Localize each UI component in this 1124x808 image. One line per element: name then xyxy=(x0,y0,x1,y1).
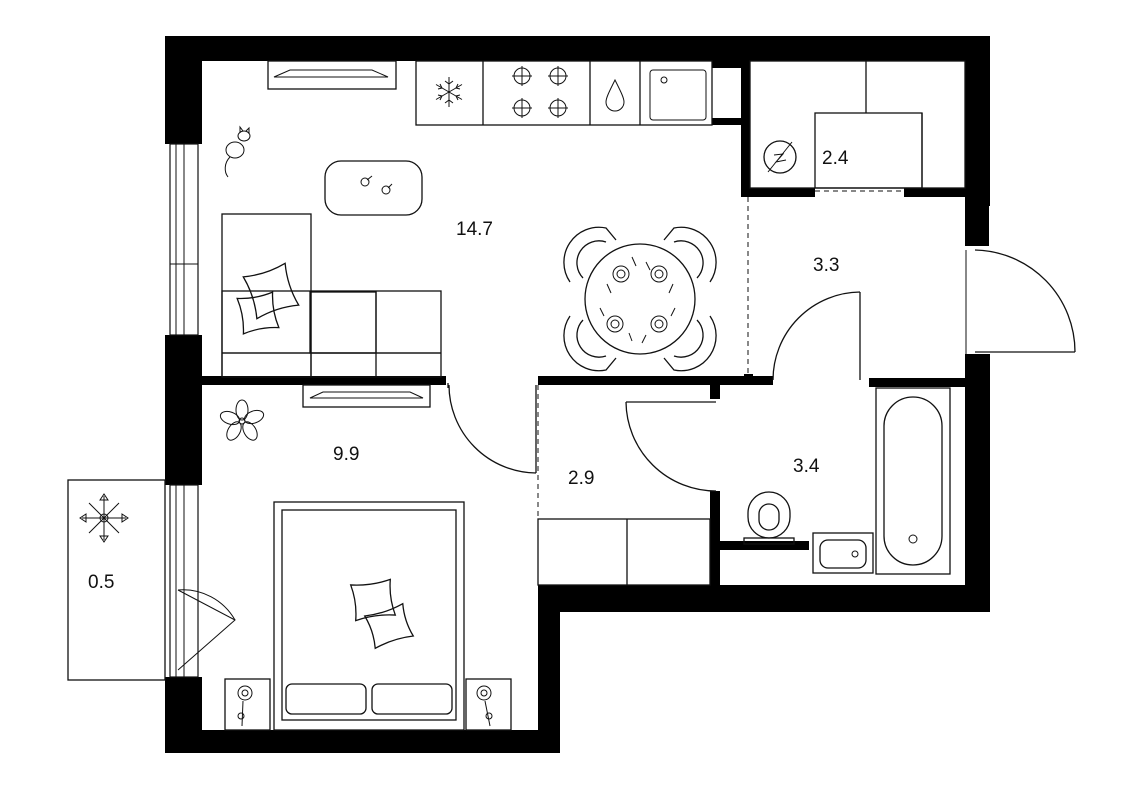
entrance-door xyxy=(965,249,1076,354)
bedroom xyxy=(219,384,512,731)
living-room xyxy=(221,125,717,378)
dining-set xyxy=(563,226,717,372)
area-labels: 14.7 9.9 0.5 2.9 3.4 3.3 2.4 xyxy=(88,148,849,593)
fridge-snowflake-icon xyxy=(435,77,463,107)
bedroom-tv-icon xyxy=(302,384,431,408)
kitchen-tv-icon xyxy=(267,60,397,90)
toilet xyxy=(743,491,795,545)
stove-icon xyxy=(512,66,568,118)
interior-doors xyxy=(447,190,904,585)
pillow-icon xyxy=(363,602,415,650)
bathroom-fixtures xyxy=(743,387,951,575)
nightstand-lamp-right xyxy=(465,678,512,731)
kitchen-counter xyxy=(267,60,713,126)
windows xyxy=(169,143,199,678)
cat-icon xyxy=(224,125,251,178)
electrical-panel-icon xyxy=(763,140,797,174)
bath-sink xyxy=(812,532,874,574)
cushion-icon xyxy=(236,291,280,335)
sink-icon xyxy=(649,69,707,121)
closet xyxy=(749,60,966,189)
area-corridor: 2.9 xyxy=(568,468,594,489)
dishwasher-drop-icon xyxy=(605,78,625,112)
pillow-icon xyxy=(349,578,397,622)
balcony xyxy=(67,479,236,681)
area-balcony: 0.5 xyxy=(88,572,114,593)
area-living-kitchen: 14.7 xyxy=(456,219,493,240)
area-bathroom: 3.4 xyxy=(793,456,820,477)
corridor-wardrobe xyxy=(537,518,711,586)
plant-icon xyxy=(219,399,265,441)
walls xyxy=(165,36,990,753)
area-bedroom: 9.9 xyxy=(333,444,359,465)
bathtub xyxy=(875,387,951,575)
nightstand-lamp-left xyxy=(224,678,271,731)
bed xyxy=(273,501,465,731)
area-hallway: 3.3 xyxy=(813,255,839,276)
cushion-icon xyxy=(242,262,300,320)
balcony-plant-icon xyxy=(79,493,129,543)
area-wardrobe: 2.4 xyxy=(822,148,849,169)
sofa xyxy=(221,213,442,378)
